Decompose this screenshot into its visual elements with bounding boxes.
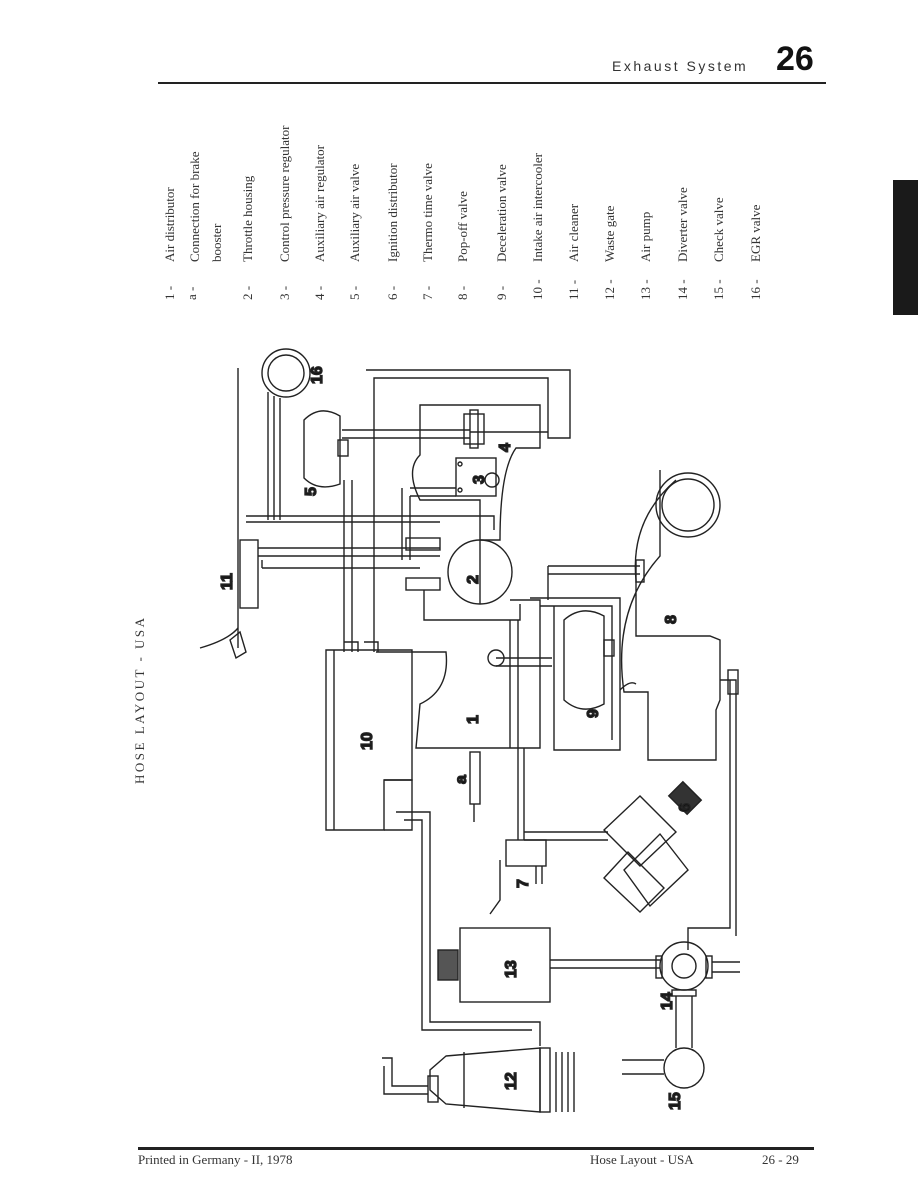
ignition-distributor	[602, 795, 678, 867]
throttle-return-hose	[423, 590, 521, 621]
chapter-number: 26	[776, 40, 814, 78]
distributor-pipe	[509, 620, 519, 748]
thermo-bracket	[489, 860, 501, 915]
label-1: 1	[465, 715, 482, 724]
air-pump-pulley	[437, 949, 459, 981]
egr-valve	[261, 348, 311, 398]
pop-off-valve-outlet	[655, 472, 721, 538]
footer-rule	[138, 1147, 814, 1150]
hose-main-mid	[258, 547, 440, 557]
section-title: Exhaust System	[612, 58, 749, 74]
thermo-hose	[517, 748, 608, 841]
label-10: 10	[359, 732, 376, 750]
hose-main-low	[261, 560, 420, 569]
cpr-port	[484, 472, 500, 488]
label-15: 15	[667, 1092, 684, 1110]
label-4: 4	[497, 443, 514, 452]
aux-air-regulator-core	[469, 409, 479, 449]
label-8: 8	[663, 615, 680, 624]
check-valve	[663, 1047, 705, 1089]
throttle-fitting-top	[405, 537, 441, 551]
diverter-hoses	[675, 961, 740, 1048]
label-14: 14	[659, 992, 676, 1010]
air-cleaner-block	[239, 539, 259, 609]
label-11: 11	[219, 573, 236, 590]
egr-hoses	[267, 392, 281, 520]
distributor-cap	[667, 780, 703, 816]
diverter-valve	[659, 941, 709, 991]
thermo-pins	[535, 866, 543, 884]
air-distributor	[376, 599, 541, 749]
label-5: 5	[303, 487, 320, 496]
hose-loop-top	[366, 369, 571, 540]
label-12: 12	[503, 1072, 520, 1090]
brake-booster-connection	[469, 751, 481, 805]
ignition-distributor-body	[623, 832, 689, 908]
hose-main-upper	[246, 515, 495, 530]
pop-off-valve-outlet-inner	[661, 478, 715, 532]
air-pump	[459, 927, 551, 1003]
pop-off-hose	[547, 565, 640, 600]
header-rule	[158, 82, 826, 84]
label-a: a	[453, 775, 470, 784]
deceleration-valve	[563, 610, 605, 710]
waste-gate-fitting	[427, 1075, 439, 1103]
hose-to-wastegate	[396, 811, 541, 1046]
cpr-bolt-2	[457, 487, 463, 493]
throttle-fitting-low	[405, 577, 441, 591]
footer-section: Hose Layout - USA	[590, 1152, 694, 1167]
aux-air-regulator	[463, 413, 485, 445]
label-2: 2	[465, 575, 482, 584]
cpr-hoses	[401, 487, 456, 560]
hose-vertical-left	[343, 480, 375, 652]
waste-gate-fins	[555, 1052, 575, 1112]
aux-valve-port	[337, 439, 349, 457]
aux-air-regulator-housing	[411, 404, 541, 541]
label-16: 16	[309, 366, 326, 384]
control-pressure-regulator	[455, 457, 497, 497]
waste-gate-flange	[539, 1047, 551, 1113]
pop-off-return-hose	[687, 679, 737, 950]
diverter-fitting-bottom	[671, 989, 697, 997]
deceleration-valve-frame	[530, 597, 621, 751]
diverter-fitting-right	[705, 955, 713, 979]
air-pump-outlet	[550, 959, 660, 969]
intercooler-outlet	[384, 779, 413, 831]
pop-off-check-fitting	[727, 669, 739, 695]
egr-valve-inner	[267, 354, 305, 392]
air-cleaner-curve	[199, 627, 239, 649]
label-6: 6	[677, 803, 694, 812]
check-valve-hose	[622, 1059, 664, 1075]
hose-aux	[342, 429, 548, 439]
footer-page-number: 26 - 29	[762, 1152, 799, 1167]
auxiliary-air-valve	[303, 410, 341, 488]
thermo-time-valve	[505, 839, 547, 867]
air-cleaner-inlet	[229, 630, 247, 660]
label-13: 13	[503, 960, 520, 978]
waste-gate-hose	[382, 1057, 428, 1095]
label-7: 7	[515, 879, 532, 888]
footer-printed: Printed in Germany - II, 1978	[138, 1152, 293, 1167]
diverter-valve-inner	[671, 953, 697, 979]
intercooler-inlets	[344, 641, 379, 652]
ignition-distributor-base	[603, 850, 665, 913]
label-9: 9	[585, 709, 602, 718]
label-3: 3	[471, 475, 488, 484]
cpr-bolt-1	[457, 461, 463, 467]
diverter-fitting-left	[655, 955, 663, 979]
chapter-tab-marker	[893, 180, 918, 315]
waste-gate	[429, 1047, 541, 1113]
pop-off-valve	[620, 470, 721, 761]
pop-off-fitting	[635, 559, 645, 583]
decel-valve-port	[603, 639, 615, 657]
decel-hose	[619, 682, 637, 691]
